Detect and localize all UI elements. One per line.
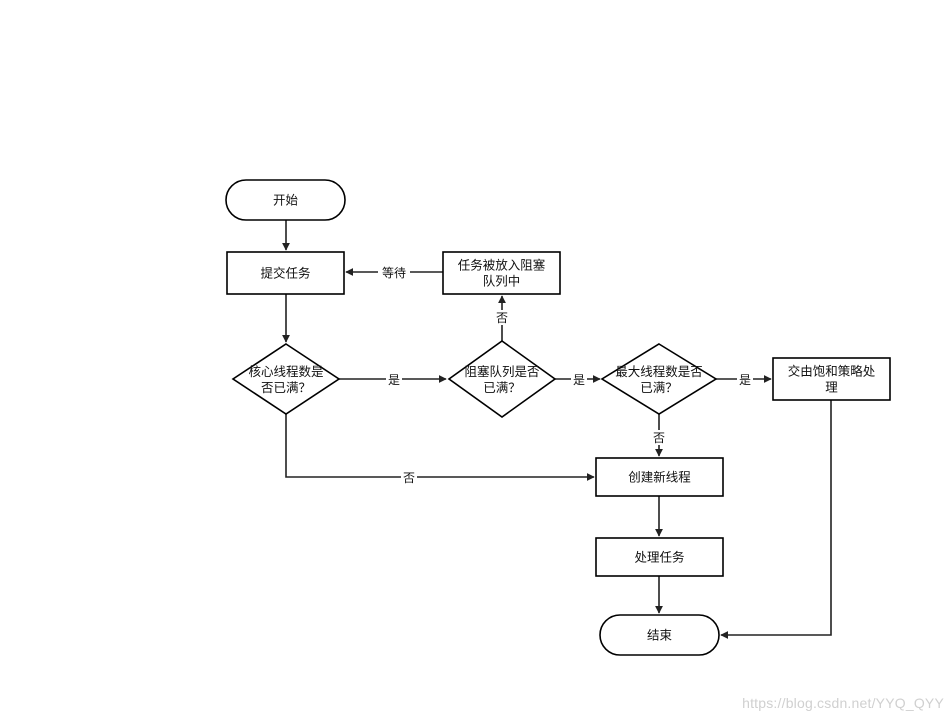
max-full-label-line-1: 最大线程数是否 [615, 364, 703, 379]
queue-full-label-line-2: 已满？ [483, 380, 521, 395]
core-full-label-line-1: 核心线程数是 [248, 364, 324, 379]
start-node: 开始 [225, 179, 346, 221]
queue-full-label-line-1: 阻塞队列是否 [464, 364, 539, 379]
watermark: https://blog.csdn.net/YYQ_QYY [742, 695, 944, 711]
process-task-label: 处理任务 [634, 550, 684, 565]
submit-task-node: 提交任务 [226, 251, 345, 295]
queue-put-label-line-1: 任务被放入阻塞 [458, 258, 546, 273]
queue-yes-label: 是 [573, 373, 585, 387]
max-full-label-line-2: 已满？ [640, 380, 678, 395]
queue-no-label: 否 [496, 311, 508, 325]
process-task-node: 处理任务 [595, 537, 724, 577]
reject-policy-label-line-2: 理 [825, 380, 838, 395]
core-no-label: 否 [403, 471, 415, 485]
edge-reject-to-end [720, 400, 832, 639]
queue-put-label-line-2: 队列中 [483, 274, 521, 289]
edge-core-no-to-create-thread [285, 414, 595, 481]
start-label: 开始 [273, 193, 299, 208]
end-node: 结束 [599, 614, 720, 656]
core-yes-label: 是 [388, 373, 400, 387]
queue-put-node: 任务被放入阻塞 队列中 [442, 251, 561, 295]
submit-task-label: 提交任务 [260, 266, 310, 281]
end-label: 结束 [647, 628, 673, 643]
create-thread-node: 创建新线程 [595, 457, 724, 497]
edge-labels: 等待 是 否 否 是 是 否 [378, 265, 753, 485]
wait-label: 等待 [382, 266, 406, 280]
max-yes-label: 是 [739, 373, 751, 387]
max-full-decision: 最大线程数是否 已满？ [600, 343, 718, 415]
queue-full-decision: 阻塞队列是否 已满？ [447, 340, 557, 418]
reject-policy-label-line-1: 交由饱和策略处 [788, 364, 876, 379]
reject-policy-node: 交由饱和策略处 理 [772, 357, 891, 401]
core-full-label-line-2: 否已满？ [261, 380, 311, 395]
create-thread-label: 创建新线程 [628, 470, 691, 485]
max-no-label: 否 [653, 431, 665, 445]
core-full-decision: 核心线程数是 否已满？ [231, 343, 341, 415]
